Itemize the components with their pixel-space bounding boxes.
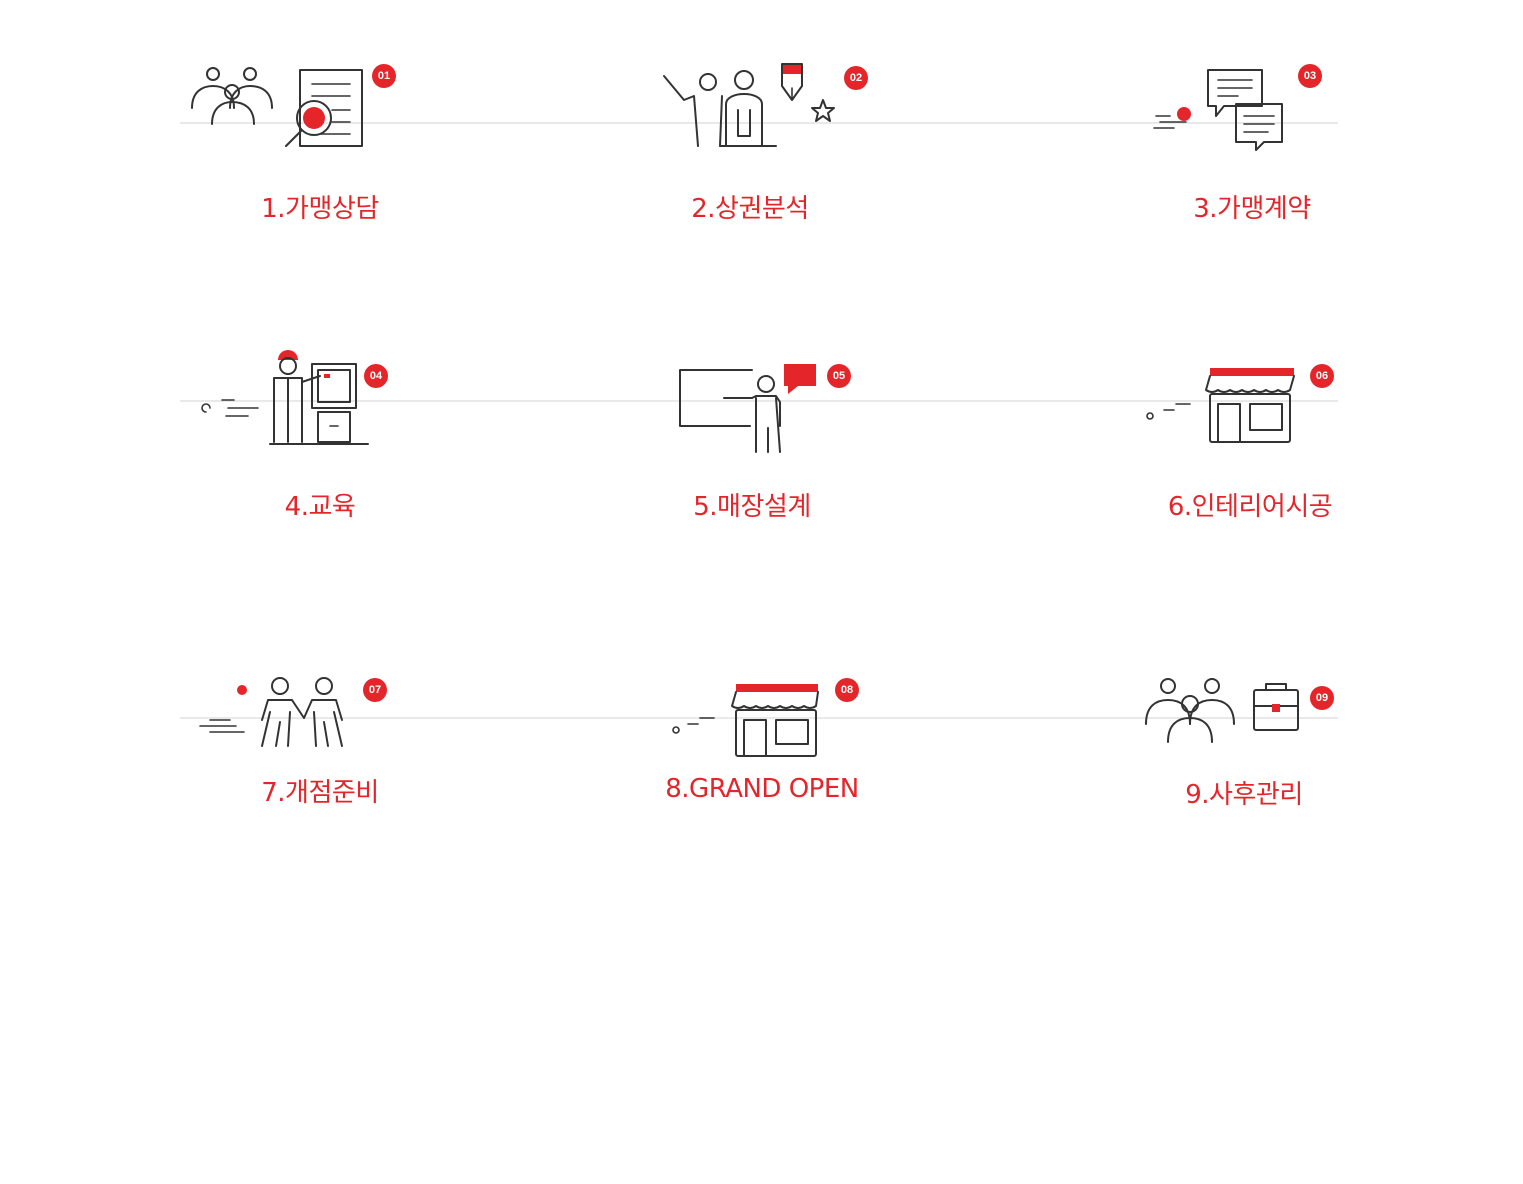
step-label: 5.매장설계 bbox=[693, 492, 811, 522]
store-design-icon bbox=[632, 364, 872, 478]
step-badge: 04 bbox=[364, 364, 388, 388]
step-badge: 08 bbox=[835, 678, 859, 702]
row-line-3 bbox=[180, 717, 1338, 719]
step-badge: 02 bbox=[844, 66, 868, 90]
step-label: 3.가맹계약 bbox=[1193, 194, 1311, 224]
step-label: 4.교육 bbox=[284, 492, 356, 522]
storefront-icon bbox=[1130, 368, 1370, 478]
step-4: 04 4.교육 bbox=[200, 350, 440, 548]
contract-icon bbox=[1130, 69, 1370, 180]
step-label: 9.사후관리 bbox=[1185, 780, 1303, 810]
step-badge: 09 bbox=[1310, 686, 1334, 710]
step-2: 02 2.상권분석 bbox=[630, 63, 870, 250]
step-badge: 01 bbox=[372, 64, 396, 88]
step-3: 03 3.가맹계약 bbox=[1130, 64, 1370, 250]
step-label: 2.상권분석 bbox=[691, 194, 809, 224]
row-line-2 bbox=[180, 400, 1338, 402]
row-line-1 bbox=[180, 122, 1338, 124]
handshake-icon bbox=[199, 672, 440, 782]
step-badge: 05 bbox=[827, 364, 851, 388]
step-7: 07 7.개점준비 bbox=[199, 672, 440, 852]
consult-icon bbox=[191, 67, 440, 180]
step-label: 7.개점준비 bbox=[261, 778, 379, 808]
aftercare-icon bbox=[1130, 672, 1370, 782]
step-5: 05 5.매장설계 bbox=[632, 364, 872, 548]
step-badge: 03 bbox=[1298, 64, 1322, 88]
storefront-icon bbox=[642, 672, 882, 782]
step-label: 8.GRAND OPEN bbox=[665, 774, 859, 804]
step-6: 06 6.인테리어시공 bbox=[1130, 364, 1370, 548]
step-9: 09 9.사후관리 bbox=[1130, 672, 1370, 852]
step-badge: 07 bbox=[363, 678, 387, 702]
step-badge: 06 bbox=[1310, 364, 1334, 388]
step-label: 6.인테리어시공 bbox=[1167, 492, 1333, 522]
step-label: 1.가맹상담 bbox=[261, 194, 379, 224]
education-icon bbox=[200, 350, 440, 478]
analysis-icon bbox=[630, 63, 870, 180]
step-8: 08 8.GRAND OPEN bbox=[642, 672, 882, 852]
step-1: 01 1.가맹상담 bbox=[191, 64, 440, 250]
